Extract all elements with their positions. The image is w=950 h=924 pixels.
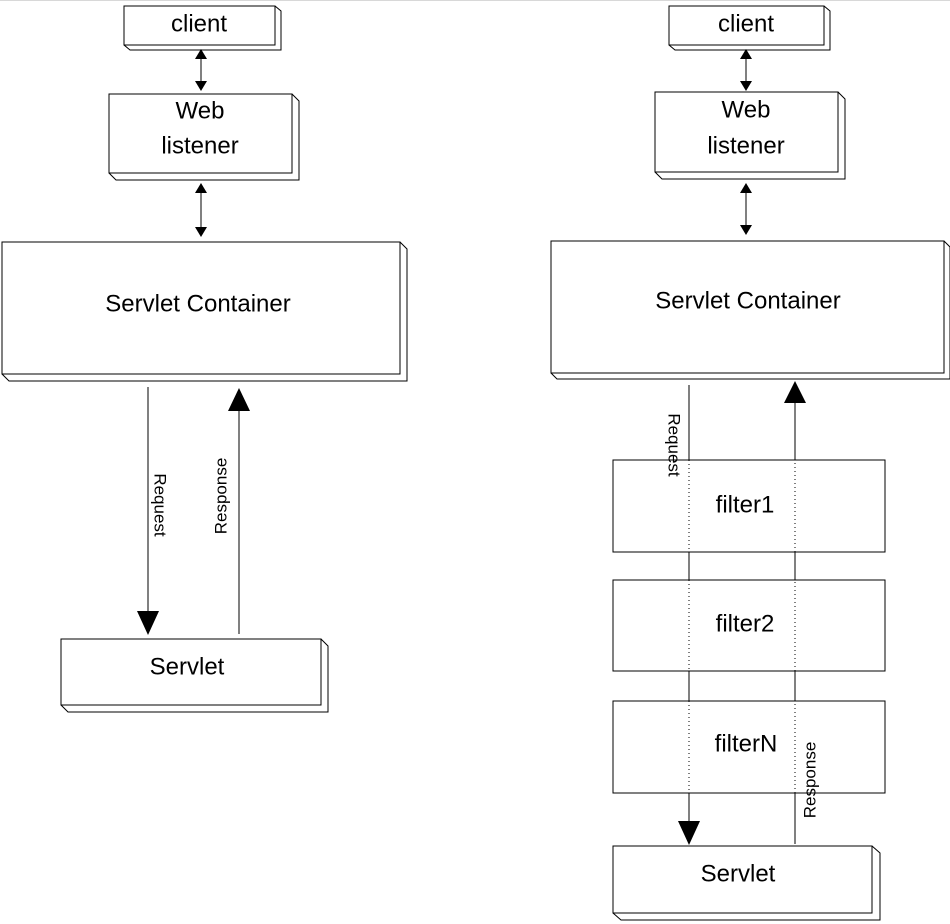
left-response-label: Response: [211, 458, 230, 535]
left-servlet-container-label: Servlet Container: [105, 290, 290, 317]
right-servlet-container-label: Servlet Container: [655, 287, 840, 314]
left-arrow-listener-container: [195, 183, 207, 237]
right-request-label: Request: [665, 413, 684, 477]
left-servlet-label: Servlet: [150, 653, 225, 680]
right-diagram: client Web listener Servlet Container: [550, 5, 950, 921]
right-response-arrow: Response: [784, 381, 819, 844]
left-web-listener-box: Web listener: [108, 93, 300, 181]
left-arrow-client-listener: [195, 49, 207, 91]
right-servlet-box: Servlet: [612, 845, 881, 921]
left-response-arrow: Response: [211, 388, 250, 634]
right-filter-box-1: filter1: [612, 459, 886, 553]
left-servlet-box: Servlet: [60, 638, 329, 713]
left-diagram: client Web listener Servlet Container: [1, 5, 408, 713]
right-web-listener-box: Web listener: [654, 91, 846, 180]
right-client-label: client: [718, 10, 774, 37]
right-arrow-client-listener: [740, 49, 752, 91]
right-filter-box-2: filter2: [612, 579, 886, 672]
left-request-arrow: Request: [137, 387, 170, 635]
right-servlet-label: Servlet: [701, 860, 776, 887]
left-client-label: client: [171, 10, 227, 37]
right-filterN-label: filterN: [715, 730, 778, 757]
left-client-box: client: [123, 5, 282, 51]
right-client-box: client: [668, 5, 831, 51]
left-web-listener-line1: Web: [176, 97, 225, 124]
right-filter1-label: filter1: [716, 491, 775, 518]
right-web-listener-line2: listener: [707, 132, 784, 159]
right-response-label: Response: [800, 742, 819, 819]
right-filter2-label: filter2: [716, 610, 775, 637]
left-web-listener-line2: listener: [161, 132, 238, 159]
left-servlet-container-box: Servlet Container: [1, 241, 408, 382]
right-web-listener-line1: Web: [722, 96, 771, 123]
right-arrow-listener-container: [740, 183, 752, 235]
left-request-label: Request: [151, 473, 170, 537]
right-servlet-container-box: Servlet Container: [550, 240, 950, 380]
right-filter-box-n: filterN: [612, 700, 886, 794]
right-request-arrow: Request: [665, 385, 700, 845]
